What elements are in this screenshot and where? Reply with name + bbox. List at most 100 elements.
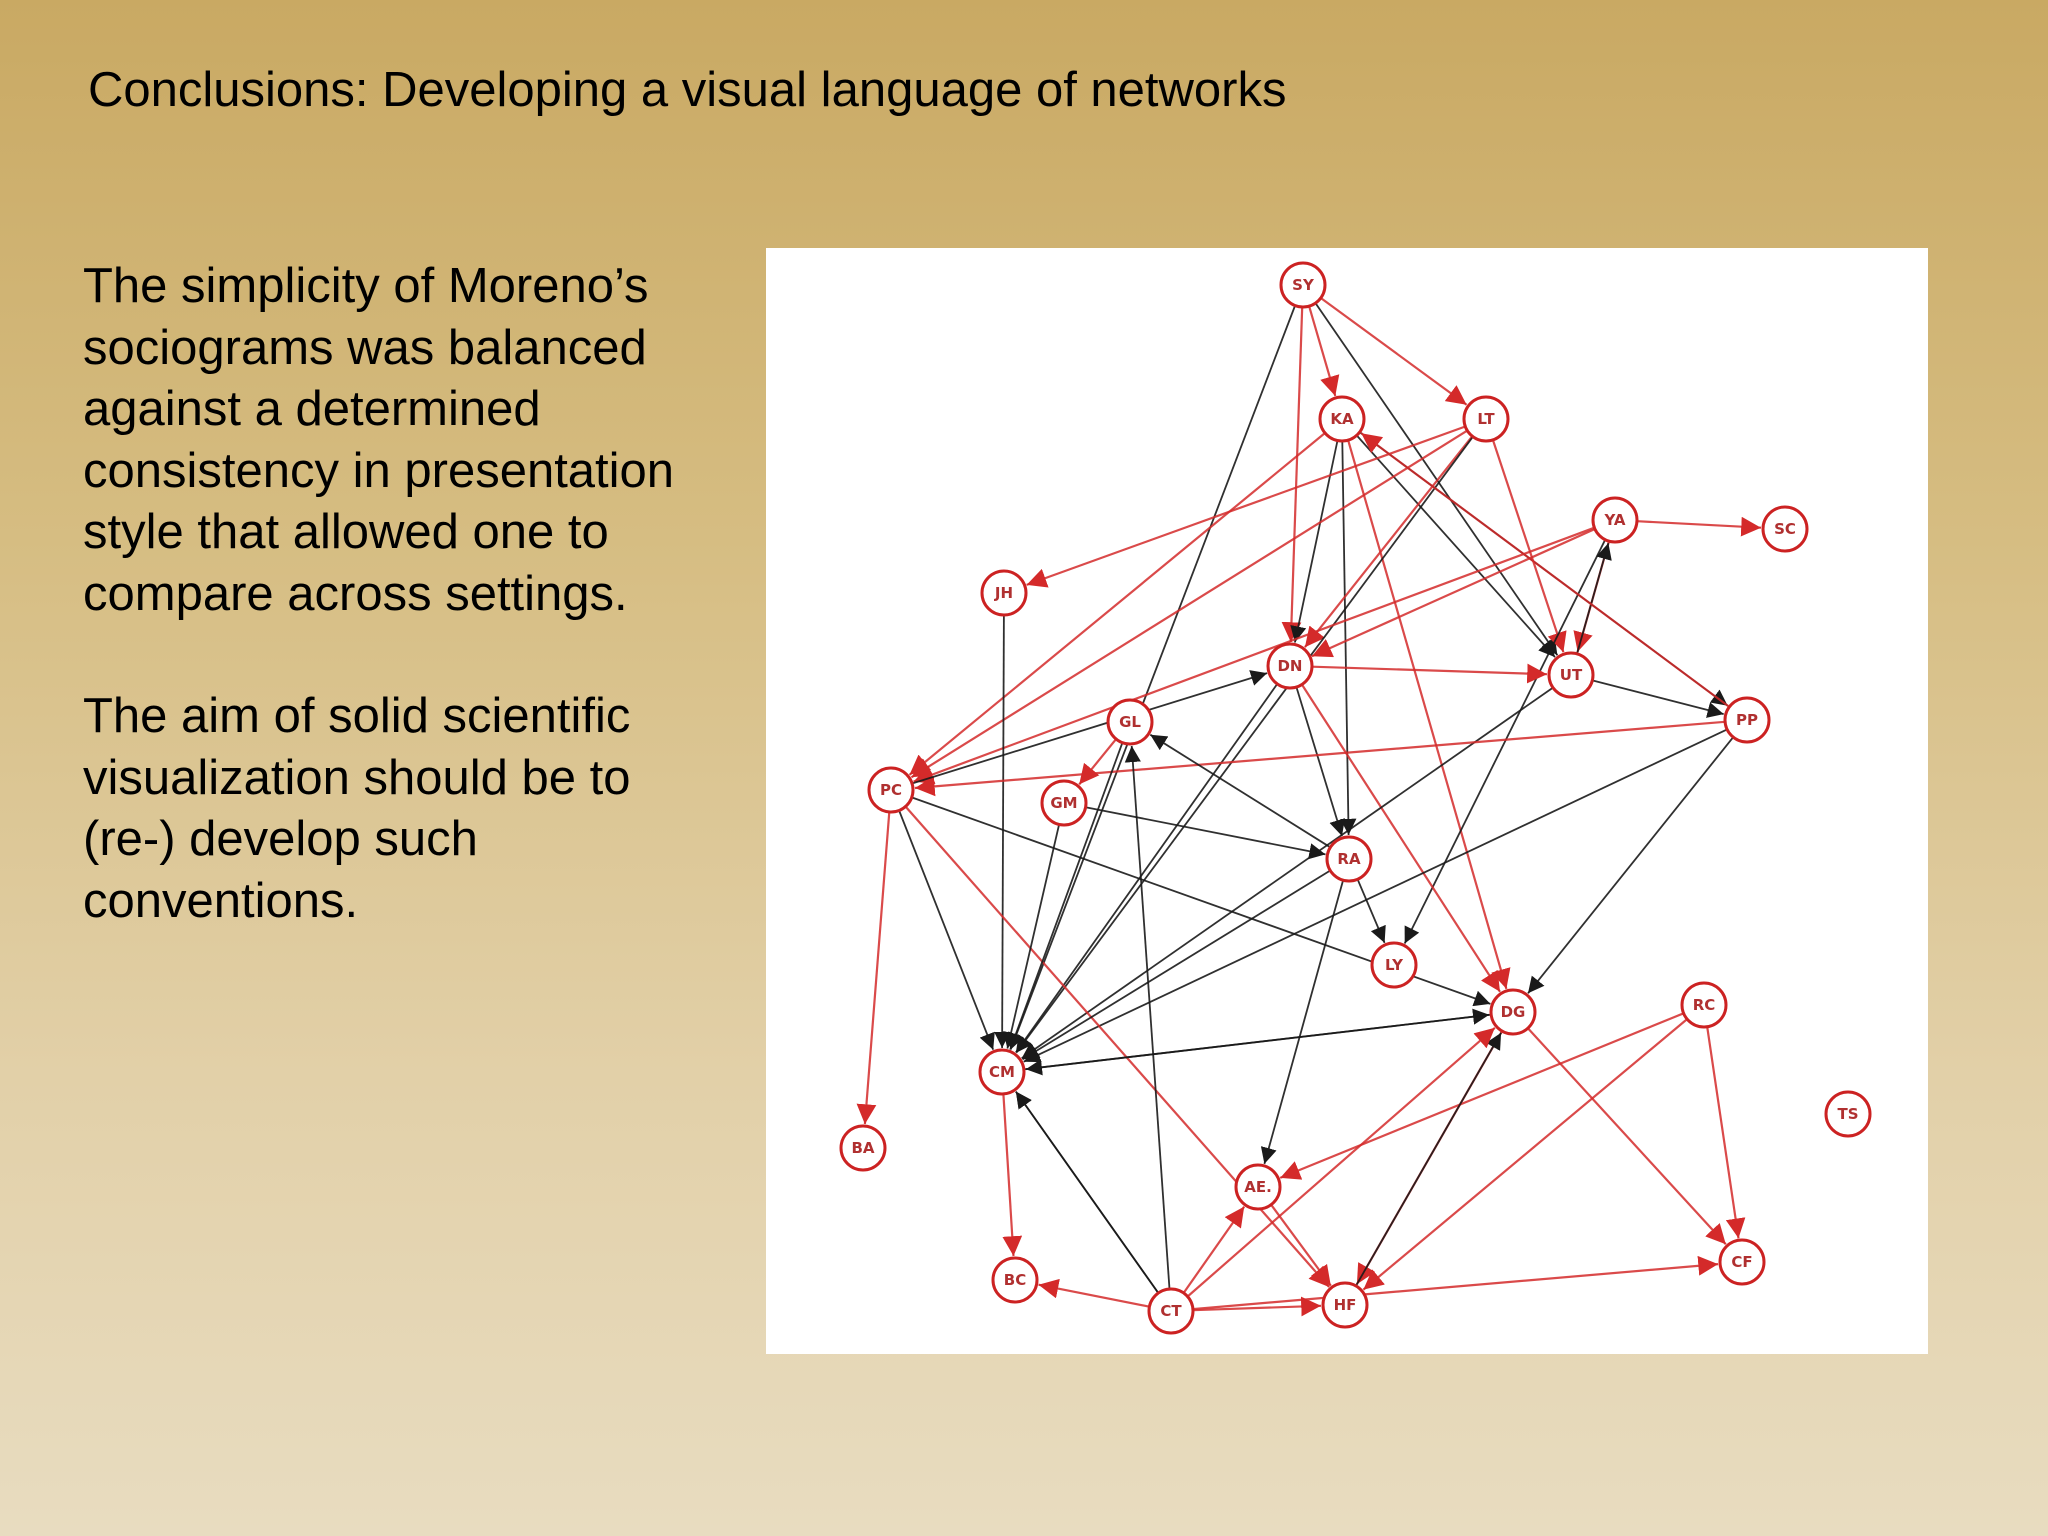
- node-label-rc: RC: [1693, 996, 1716, 1014]
- edge-dg-cf: [1527, 1027, 1727, 1246]
- edge-gl-gm: [1078, 738, 1117, 786]
- node-circle-ly: [1370, 941, 1418, 989]
- edge-ut-ya: [1576, 542, 1612, 655]
- edge-ct-bc: [1038, 1278, 1150, 1308]
- edge-ut-pp: [1592, 679, 1724, 718]
- node-label-gl: GL: [1119, 713, 1141, 731]
- node-circle-jh: [980, 569, 1028, 617]
- node-bc: BC: [991, 1256, 1039, 1304]
- edge-sy-lt: [1320, 297, 1468, 406]
- edge-dg-cm: [1025, 1013, 1492, 1076]
- node-circle-rc: [1680, 981, 1728, 1029]
- edge-gm-cm: [1003, 824, 1060, 1049]
- node-cm: CM: [978, 1048, 1026, 1096]
- edges-layer: [856, 297, 1762, 1317]
- node-circle-ts: [1824, 1090, 1872, 1138]
- node-ra: RA: [1325, 835, 1373, 883]
- slide-title: Conclusions: Developing a visual languag…: [88, 63, 1287, 117]
- edge-ka-dg: [1347, 439, 1511, 990]
- edge-ae-hf: [1270, 1204, 1332, 1287]
- node-label-pp: PP: [1736, 711, 1758, 729]
- edge-ka-ut: [1356, 434, 1556, 658]
- node-circle-ut: [1547, 651, 1595, 699]
- node-circle-ya: [1591, 496, 1639, 544]
- edge-jh-cm: [994, 614, 1011, 1049]
- node-label-sc: SC: [1774, 520, 1796, 538]
- node-circle-ka: [1318, 395, 1366, 443]
- edge-pc-dn: [911, 670, 1268, 785]
- edge-rc-hf: [1362, 1018, 1688, 1291]
- node-circle-lt: [1462, 395, 1510, 443]
- edge-lt-dn: [1304, 435, 1474, 648]
- edge-ct-cm: [1015, 1091, 1160, 1294]
- edge-pp-ka: [1360, 432, 1730, 708]
- edge-rc-ae: [1279, 1012, 1685, 1180]
- node-label-ba: BA: [851, 1139, 874, 1157]
- node-label-bc: BC: [1004, 1271, 1026, 1289]
- node-label-ae: AE.: [1244, 1178, 1272, 1196]
- edge-pp-pc: [914, 720, 1726, 797]
- edge-dn-ra: [1295, 686, 1346, 837]
- node-gl: GL: [1106, 698, 1154, 746]
- edge-dn-ut: [1311, 663, 1548, 684]
- node-label-pc: PC: [880, 781, 902, 799]
- node-label-ts: TS: [1837, 1105, 1858, 1123]
- node-circle-gl: [1106, 698, 1154, 746]
- node-hf: HF: [1321, 1281, 1369, 1329]
- node-ut: UT: [1547, 651, 1595, 699]
- edge-cm-bc: [1002, 1093, 1023, 1257]
- edge-lt-cm: [1015, 436, 1474, 1054]
- edge-ka-dn: [1290, 440, 1339, 643]
- node-label-jh: JH: [994, 584, 1013, 602]
- node-ba: BA: [839, 1124, 887, 1172]
- edge-pp-dg: [1527, 736, 1734, 994]
- edge-lt-ut: [1491, 439, 1567, 653]
- edge-pp-cm: [1023, 728, 1728, 1063]
- node-circle-ra: [1325, 835, 1373, 883]
- edge-ra-gl: [1149, 733, 1331, 849]
- edge-ya-ly: [1403, 539, 1607, 944]
- node-label-hf: HF: [1334, 1296, 1357, 1314]
- node-label-ya: YA: [1603, 511, 1625, 529]
- node-circle-pp: [1723, 696, 1771, 744]
- node-sy: SY: [1279, 261, 1327, 309]
- node-label-ra: RA: [1337, 850, 1361, 868]
- node-circle-sc: [1761, 505, 1809, 553]
- edge-dn-cm: [1015, 683, 1279, 1053]
- node-label-ly: LY: [1385, 956, 1404, 974]
- node-label-ct: CT: [1160, 1302, 1182, 1320]
- edge-ct-ae: [1182, 1205, 1246, 1294]
- edge-ra-cm: [1022, 869, 1331, 1061]
- edge-sy-ka: [1308, 305, 1340, 397]
- edge-pc-ba: [856, 811, 891, 1125]
- edge-dn-dg: [1300, 683, 1501, 993]
- node-label-gm: GM: [1050, 794, 1077, 812]
- edge-sy-dn: [1281, 306, 1304, 643]
- node-label-cm: CM: [989, 1063, 1015, 1081]
- node-dn: DN: [1266, 642, 1314, 690]
- node-jh: JH: [980, 569, 1028, 617]
- node-circle-gm: [1040, 779, 1088, 827]
- node-rc: RC: [1680, 981, 1728, 1029]
- node-label-cf: CF: [1731, 1253, 1752, 1271]
- body-text: The simplicity of Moreno’s sociograms wa…: [83, 256, 723, 993]
- node-circle-ae: [1234, 1163, 1282, 1211]
- node-ka: KA: [1318, 395, 1366, 443]
- node-ts: TS: [1824, 1090, 1872, 1138]
- paragraph-simplicity: The simplicity of Moreno’s sociograms wa…: [83, 259, 675, 621]
- node-circle-pc: [867, 766, 915, 814]
- edge-ya-sc: [1636, 516, 1762, 537]
- edge-rc-cf: [1706, 1026, 1746, 1239]
- edge-gm-ra: [1085, 806, 1326, 860]
- edge-ct-gl: [1124, 745, 1171, 1290]
- edge-pc-cm: [898, 810, 995, 1051]
- node-label-sy: SY: [1292, 276, 1315, 294]
- node-label-ka: KA: [1330, 410, 1354, 428]
- edge-pc-hf: [904, 805, 1330, 1288]
- node-ae: AE.: [1234, 1163, 1282, 1211]
- paragraph-aim: The aim of solid scientific visualizatio…: [83, 689, 631, 928]
- edge-ra-ly: [1356, 878, 1386, 944]
